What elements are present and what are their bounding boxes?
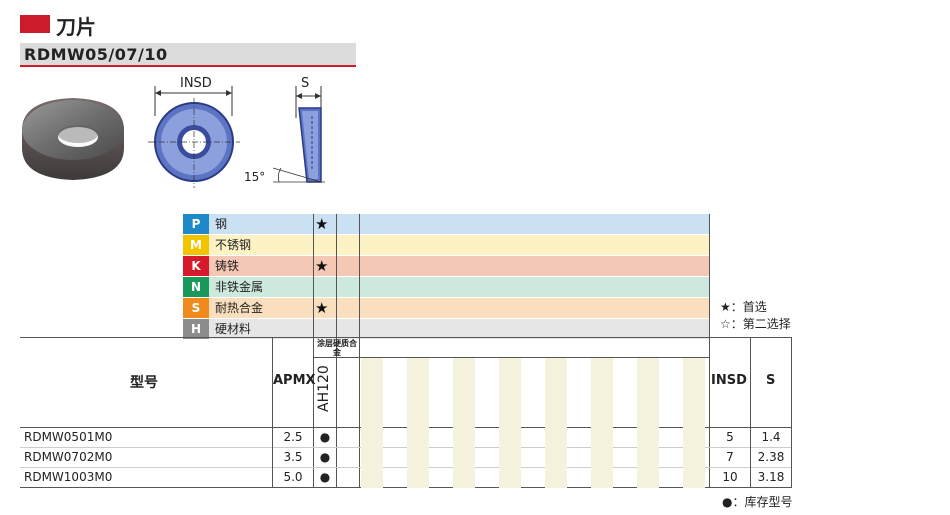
cell-insd: 5: [726, 430, 734, 444]
grade-column-stripe: [361, 358, 383, 488]
insert-photo: [22, 98, 124, 180]
dim-s-label: S: [301, 76, 310, 91]
material-row: H 硬材料: [183, 319, 710, 339]
grade-column-stripe: [407, 358, 429, 488]
grid-line: [750, 337, 751, 487]
grid-line: [709, 214, 710, 488]
model-series: RDMW05/07/10: [24, 45, 168, 64]
cell-s: 1.4: [761, 430, 781, 444]
grade-column-stripe: [453, 358, 475, 488]
title-marker: [20, 15, 50, 33]
table-bottom-border: [20, 487, 792, 488]
grade-column-stripe: [591, 358, 613, 488]
material-label: 耐热合金: [215, 301, 264, 315]
cell-model: RDMW1003M0: [24, 470, 113, 484]
grade-ah120: AH120: [316, 365, 332, 412]
insert-side-view: [272, 86, 325, 183]
dim-insd-label: INSD: [180, 76, 212, 91]
cell-model: RDMW0702M0: [24, 450, 113, 464]
grade-column-stripe: [499, 358, 521, 488]
cell-s: 2.38: [757, 450, 785, 464]
material-code: P: [183, 214, 209, 234]
star-icon: ★: [315, 257, 329, 275]
star-icon: ★: [315, 215, 329, 233]
coating-header: 涂层硬质合金: [317, 339, 357, 357]
material-label: 不锈钢: [215, 238, 252, 252]
insert-front-view: [148, 86, 240, 188]
material-code: H: [183, 319, 209, 339]
page-title: 刀片: [56, 15, 96, 39]
col-header-apmx: APMX: [273, 373, 316, 388]
cell-s: 3.18: [757, 470, 785, 484]
material-code: M: [183, 235, 209, 255]
row-divider: [20, 447, 792, 448]
angle-label: 15°: [244, 170, 266, 184]
material-row: N 非铁金属: [183, 277, 710, 297]
model-underline: [20, 65, 356, 67]
material-label: 铸铁: [215, 259, 240, 273]
stock-dot-icon: ●: [319, 450, 331, 464]
grid-line: [359, 214, 360, 488]
stock-dot-icon: ●: [319, 470, 331, 484]
grade-column-stripe: [545, 358, 567, 488]
star-icon: ★: [315, 299, 329, 317]
legend-first-choice: ★：首选: [720, 300, 767, 314]
table-header-border: [20, 427, 792, 428]
cell-insd: 7: [726, 450, 734, 464]
row-divider: [20, 467, 792, 468]
cell-apmx: 2.5: [283, 430, 303, 444]
material-code: K: [183, 256, 209, 276]
cell-insd: 10: [722, 470, 738, 484]
legend-second-choice: ☆：第二选择: [720, 317, 791, 331]
col-header-model: 型号: [130, 375, 158, 391]
grid-line: [313, 214, 314, 488]
grade-column-stripe: [683, 358, 705, 488]
material-label: 钢: [215, 217, 228, 231]
material-row: M 不锈钢: [183, 235, 710, 255]
grid-line: [336, 214, 337, 488]
col-header-s: S: [766, 373, 776, 388]
material-label: 非铁金属: [215, 280, 264, 294]
grid-line: [791, 337, 792, 487]
cell-model: RDMW0501M0: [24, 430, 113, 444]
col-header-insd: INSD: [711, 373, 747, 388]
material-row: K 铸铁 ★: [183, 256, 710, 276]
material-row: S 耐热合金 ★: [183, 298, 710, 318]
coating-divider: [313, 357, 709, 358]
cell-apmx: 5.0: [283, 470, 303, 484]
stock-dot-icon: ●: [319, 430, 331, 444]
material-code: S: [183, 298, 209, 318]
cell-apmx: 3.5: [283, 450, 303, 464]
table-top-border: [20, 337, 792, 338]
grid-line: [272, 337, 273, 487]
legend-stock: ●：库存型号: [722, 495, 793, 509]
material-code: N: [183, 277, 209, 297]
model-band: [20, 43, 356, 65]
material-label: 硬材料: [215, 322, 252, 336]
grade-column-stripe: [637, 358, 659, 488]
